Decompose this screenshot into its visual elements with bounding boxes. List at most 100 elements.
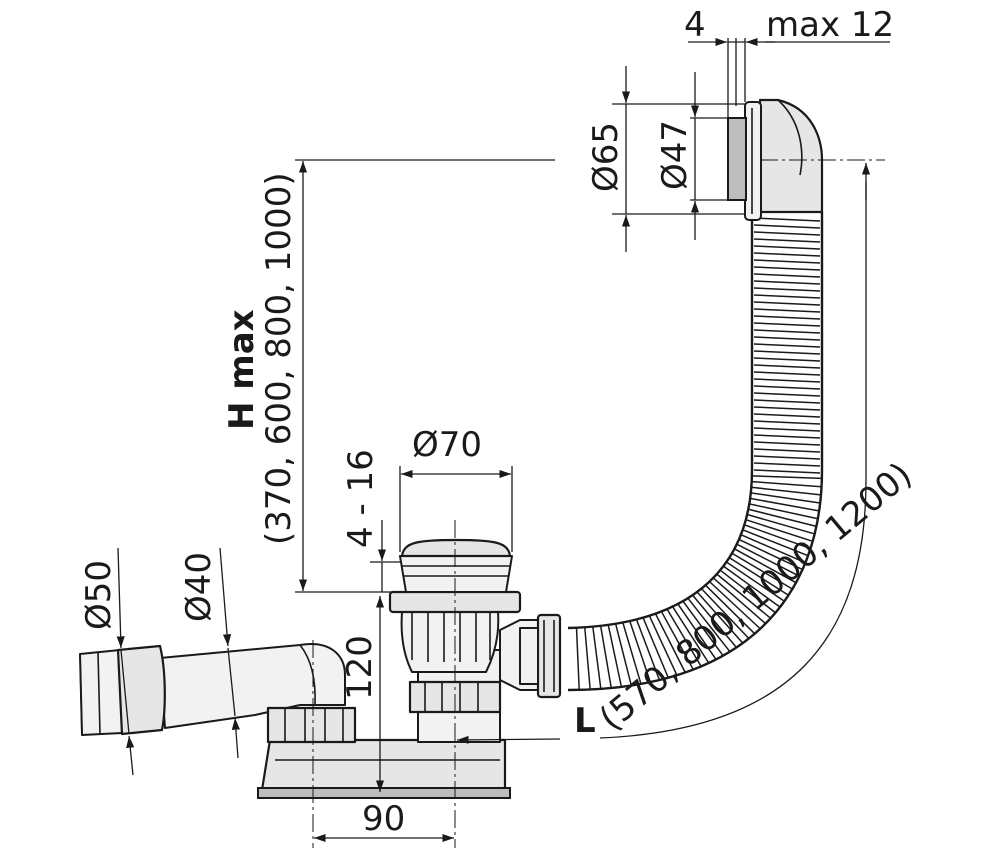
- hose-rib: [753, 378, 821, 383]
- dimension-outlet-diameter-40: Ø40: [179, 547, 240, 759]
- hose-rib: [584, 627, 591, 690]
- hose-rib: [708, 581, 761, 630]
- dimension-overflow-thickness: 4 max 12: [684, 5, 894, 118]
- hose-rib: [753, 301, 821, 306]
- hose-rib: [666, 608, 702, 667]
- hose-rib: [753, 343, 821, 348]
- hose-rib: [648, 615, 678, 676]
- hose-rib: [751, 475, 822, 480]
- dimension-outlet-diameter-50: Ø50: [79, 547, 135, 776]
- length-values: (570, 800, 1000, 1200): [592, 455, 920, 739]
- hose-rib: [736, 543, 800, 577]
- hose-rib: [753, 392, 821, 397]
- hose-rib: [749, 503, 819, 520]
- hose-rib: [592, 626, 602, 689]
- hose-rib: [753, 350, 821, 355]
- overflow-gasket: [727, 117, 747, 201]
- hose-rib: [751, 480, 822, 488]
- hose-rib: [746, 513, 815, 535]
- hose-rib: [753, 413, 821, 418]
- hose-rib: [716, 573, 772, 619]
- hose-rib: [753, 420, 821, 425]
- hose-rib: [614, 623, 633, 686]
- hose-rib: [705, 584, 756, 635]
- hose-rib: [753, 357, 821, 362]
- hose-rib: [753, 217, 821, 222]
- hose-rib: [719, 569, 776, 614]
- hose-rib: [740, 533, 806, 564]
- hose-rib: [700, 588, 750, 640]
- hose-rib: [677, 603, 717, 660]
- hose-rib: [726, 561, 785, 602]
- dimension-overflow-diameters: Ø65 Ø47: [586, 66, 745, 252]
- hose-rib: [692, 594, 738, 648]
- hose-rib: [753, 385, 821, 390]
- hose-rib: [753, 399, 821, 404]
- hose-rib: [753, 455, 821, 460]
- overflow-rosette: [744, 101, 762, 221]
- waste-diameter-label: Ø70: [412, 425, 482, 465]
- hose-rib: [742, 529, 809, 557]
- hose-rib: [744, 524, 811, 550]
- hose-rib: [753, 371, 821, 376]
- hose-rib: [660, 611, 694, 670]
- hose-rib: [654, 613, 686, 673]
- dimension-waste-range: 4 - 16: [341, 449, 402, 592]
- length-label: L: [574, 701, 596, 741]
- overflow-gap-label: 4: [684, 5, 706, 45]
- hose-rib: [753, 427, 821, 432]
- hose-rib: [753, 294, 821, 299]
- hose-rib: [642, 617, 669, 679]
- hose-rib: [753, 224, 821, 229]
- hose-rib: [751, 486, 822, 496]
- hose-rib: [753, 322, 821, 327]
- hose-rib: [750, 492, 821, 504]
- dimension-height: H max (370, 600, 800, 1000): [222, 159, 555, 593]
- hose-rib: [753, 315, 821, 320]
- hose-ribs: [575, 217, 822, 690]
- hose-rib: [753, 441, 821, 446]
- height-label: H max: [222, 309, 262, 430]
- overflow-max-label: max 12: [766, 5, 894, 45]
- hose-rib: [753, 259, 821, 264]
- overflow-assembly: [727, 98, 824, 221]
- hose-rib: [753, 434, 821, 439]
- flexible-hose: [567, 212, 824, 692]
- trap-body: [257, 649, 511, 799]
- hose-rib: [722, 565, 781, 608]
- hose-rib: [682, 600, 724, 657]
- hose-rib: [734, 548, 797, 584]
- outlet-50-label: Ø50: [79, 560, 119, 630]
- hose-rib: [635, 619, 661, 681]
- dimension-trap-offset: 90: [314, 799, 454, 843]
- hose-rib: [599, 625, 613, 689]
- hose-rib: [629, 620, 652, 683]
- hose-rib: [753, 462, 821, 467]
- hose-rib: [753, 280, 821, 285]
- hose-rib: [687, 597, 731, 653]
- dimension-trap-height: 120: [340, 596, 385, 792]
- hose-rib: [712, 577, 767, 625]
- hose-rib: [753, 406, 821, 411]
- overflow-inner-diameter-label: Ø47: [655, 120, 695, 190]
- waste-plug-cap: [400, 538, 512, 558]
- hose-rib: [753, 329, 821, 334]
- outlet-pipe: [79, 643, 346, 736]
- hose-rib: [696, 591, 744, 644]
- hose-rib: [753, 308, 821, 313]
- hose-rib: [753, 469, 821, 474]
- hose-rib: [753, 245, 821, 250]
- hose-rib: [753, 231, 821, 236]
- hose-rib: [753, 238, 821, 243]
- hose-rib: [738, 538, 803, 571]
- hose-rib: [753, 364, 821, 369]
- hose-rib: [728, 557, 789, 596]
- hose-rib: [753, 273, 821, 278]
- hose-rib: [731, 552, 793, 590]
- trap-height-label: 120: [340, 635, 380, 700]
- hose-rib: [753, 266, 821, 271]
- hose-union-nut: [499, 613, 562, 699]
- hose-rib: [753, 287, 821, 292]
- hose-rib: [671, 606, 710, 664]
